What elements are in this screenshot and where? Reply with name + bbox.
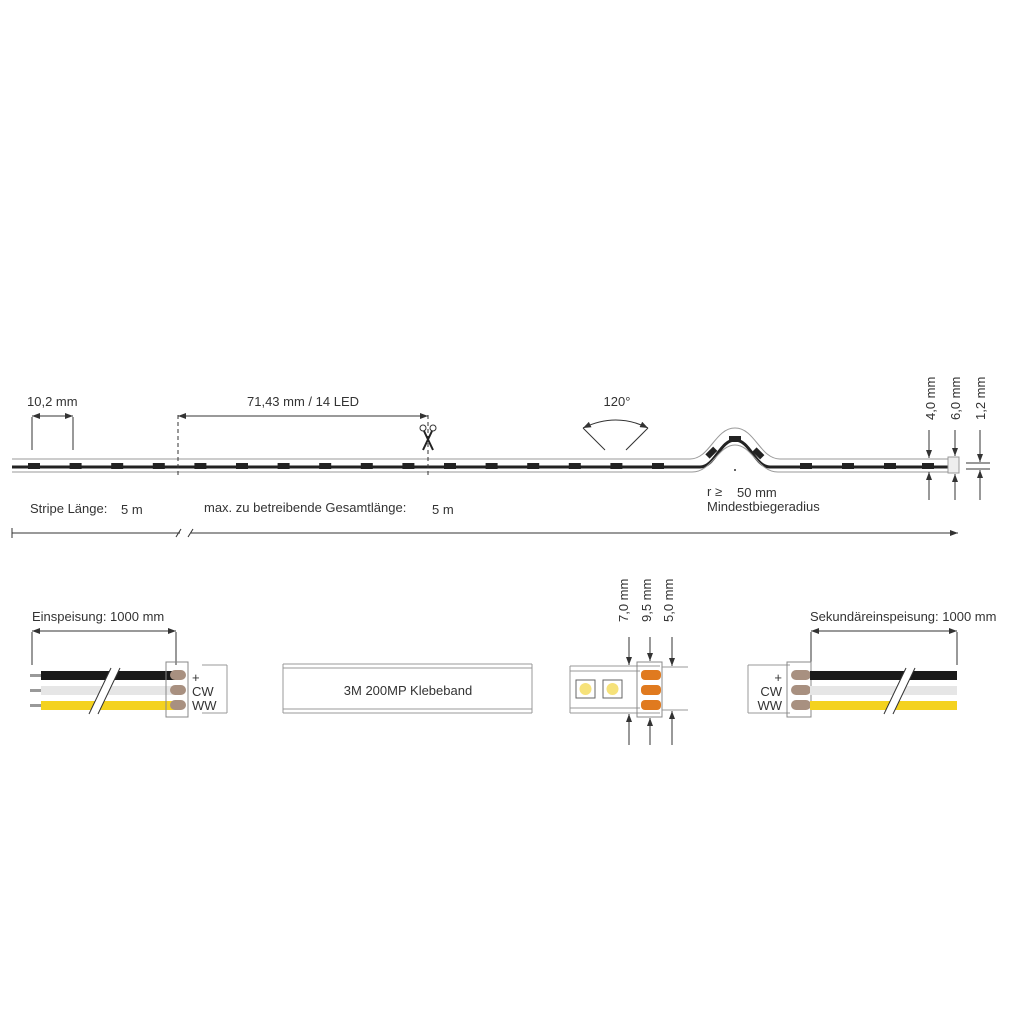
solder-pad <box>641 670 661 680</box>
led-bend <box>752 447 765 460</box>
segment-label: 71,43 mm / 14 LED <box>247 394 359 409</box>
tape-label: 3M 200MP Klebeband <box>344 683 472 698</box>
pin-plus: + <box>774 670 782 685</box>
strip-side-view <box>12 415 960 478</box>
max-length-value: 5 m <box>432 502 454 517</box>
led <box>610 463 623 469</box>
adhesive-tape-view: 3M 200MP Klebeband <box>282 663 533 714</box>
led-pitch-label: 10,2 mm <box>27 394 78 409</box>
strip-top-view: 7,0 mm 9,5 mm 5,0 mm <box>569 579 688 745</box>
height-led-label: 4,0 mm <box>923 377 938 420</box>
pin-cw: CW <box>760 684 782 699</box>
wire-cw <box>810 686 957 695</box>
pin-ww: WW <box>192 698 217 713</box>
wire-plus <box>810 671 957 680</box>
led <box>527 463 540 469</box>
led <box>922 463 934 469</box>
radius-symbol: r ≥ <box>707 484 722 499</box>
led <box>111 463 124 469</box>
led <box>800 463 812 469</box>
wire-cw <box>41 686 179 695</box>
led <box>28 463 40 469</box>
led <box>69 463 82 469</box>
width-a-label: 7,0 mm <box>616 579 631 622</box>
pcb-thickness-label: 1,2 mm <box>973 377 988 420</box>
scissors-icon <box>419 424 437 451</box>
pin-cw: CW <box>192 684 214 699</box>
led-bend <box>729 436 741 442</box>
feed-cable-right: + CW WW <box>747 661 957 718</box>
led <box>319 463 332 469</box>
led <box>842 463 854 469</box>
led <box>884 463 896 469</box>
led <box>444 463 456 469</box>
led <box>485 463 498 469</box>
width-c-label: 5,0 mm <box>661 579 676 622</box>
stripe-length-label: Stripe Länge: <box>30 501 107 516</box>
secondary-feed-label: Sekundäreinspeisung: 1000 mm <box>810 609 996 624</box>
radius-label: Mindestbiegeradius <box>707 499 820 514</box>
led <box>236 463 248 469</box>
height-total-label: 6,0 mm <box>948 377 963 420</box>
led <box>568 463 581 469</box>
led-bend <box>705 446 718 459</box>
pin-plus: + <box>192 670 200 685</box>
led <box>652 463 664 469</box>
feed-cable-left: + CW WW <box>30 661 228 718</box>
wire-ww <box>810 701 957 710</box>
led-row <box>28 463 934 469</box>
stripe-length-value: 5 m <box>121 502 143 517</box>
max-length-label: max. zu betreibende Gesamtlänge: <box>204 500 406 515</box>
solder-pad <box>641 685 661 695</box>
led <box>402 463 415 469</box>
wire-ww <box>41 701 179 710</box>
led <box>360 463 373 469</box>
strip-end-cap <box>947 456 960 474</box>
led <box>277 463 290 469</box>
led <box>152 463 165 469</box>
width-b-label: 9,5 mm <box>639 579 654 622</box>
led <box>194 463 207 469</box>
pin-ww: WW <box>757 698 782 713</box>
angle-label: 120° <box>604 394 631 409</box>
feed-label: Einspeisung: 1000 mm <box>32 609 164 624</box>
solder-pad <box>641 700 661 710</box>
radius-value: 50 mm <box>737 485 777 500</box>
